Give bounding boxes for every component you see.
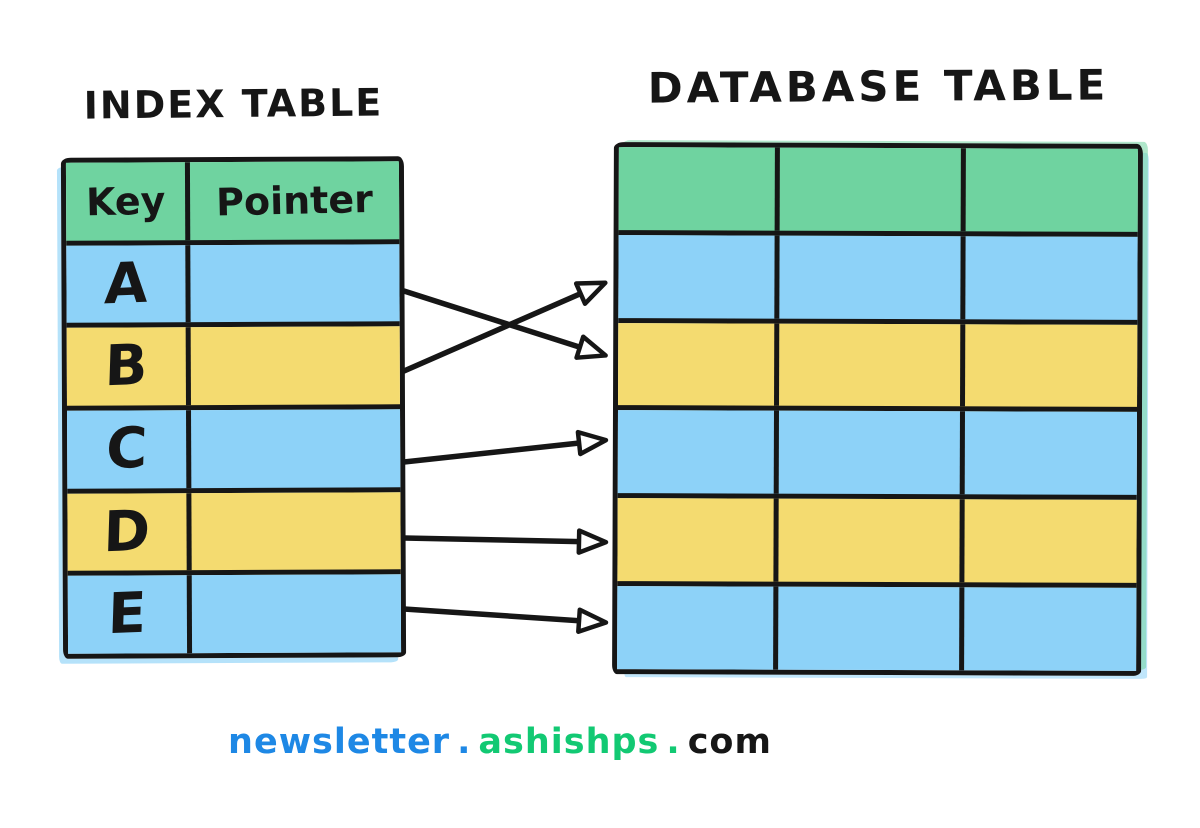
index-row-c: C xyxy=(67,409,401,494)
db-cell xyxy=(960,148,1138,232)
db-cell xyxy=(618,411,774,494)
db-row-1 xyxy=(618,234,1138,325)
db-cell xyxy=(960,236,1138,320)
footer-url: newsletter.ashishps.com xyxy=(100,722,900,762)
index-key-cell: C xyxy=(67,410,186,488)
db-header-row xyxy=(618,147,1138,237)
db-row-2 xyxy=(617,322,1138,413)
footer-ashishps: ashishps xyxy=(478,722,660,762)
db-cell xyxy=(773,411,961,495)
db-cell xyxy=(773,498,961,583)
index-table-title: INDEX TABLE xyxy=(83,80,384,128)
footer-newsletter: newsletter xyxy=(228,722,451,762)
key-letter-d: D xyxy=(102,498,152,565)
key-letter-e: E xyxy=(107,580,148,648)
db-row-3 xyxy=(617,410,1137,501)
key-letter-c: C xyxy=(105,415,149,483)
db-cell xyxy=(772,586,960,671)
db-cell xyxy=(618,235,774,318)
index-header-row: Key Pointer xyxy=(65,161,400,246)
arrow-a-to-db-row-2 xyxy=(401,288,608,360)
database-table xyxy=(612,142,1143,676)
database-table-title: DATABASE TABLE xyxy=(647,60,1110,113)
db-cell xyxy=(774,235,961,319)
index-pointer-cell xyxy=(186,491,401,571)
index-key-cell: A xyxy=(66,245,185,323)
index-pointer-cell xyxy=(185,243,400,323)
arrow-e-to-db-row-5 xyxy=(401,606,609,634)
db-cell xyxy=(773,323,961,407)
index-row-a: A xyxy=(66,243,400,329)
db-cell xyxy=(959,499,1137,584)
footer-com: com xyxy=(687,722,772,762)
db-cell xyxy=(959,587,1137,671)
index-header-key-cell: Key xyxy=(66,162,185,240)
index-row-d: D xyxy=(67,491,401,577)
key-letter-a: A xyxy=(103,250,149,317)
db-cell xyxy=(618,323,774,406)
index-header-pointer-cell: Pointer xyxy=(184,161,400,240)
arrow-b-to-db-row-1 xyxy=(401,280,608,374)
db-cell xyxy=(617,586,773,669)
db-cell xyxy=(617,498,773,581)
index-pointer-cell xyxy=(186,409,401,488)
index-key-cell: E xyxy=(68,576,187,654)
index-key-cell: B xyxy=(67,328,186,406)
footer-dot-2: . xyxy=(666,722,681,762)
pointer-header-label: Pointer xyxy=(215,176,374,225)
arrow-c-to-db-row-3 xyxy=(401,429,609,465)
index-key-cell: D xyxy=(67,493,186,571)
key-header-label: Key xyxy=(85,178,166,225)
index-table: Key Pointer A B C D xyxy=(60,156,407,659)
db-cell xyxy=(774,147,962,232)
db-cell xyxy=(960,323,1138,408)
key-letter-b: B xyxy=(104,332,149,400)
index-pointer-cell xyxy=(185,326,400,406)
footer-dot-1: . xyxy=(457,722,472,762)
db-row-5 xyxy=(617,586,1137,671)
index-row-b: B xyxy=(66,326,401,411)
arrow-d-to-db-row-4 xyxy=(401,528,609,555)
index-pointer-cell xyxy=(186,574,402,654)
db-cell xyxy=(619,147,775,230)
db-row-4 xyxy=(617,498,1137,589)
index-row-e: E xyxy=(67,574,402,654)
db-cell xyxy=(960,411,1137,496)
